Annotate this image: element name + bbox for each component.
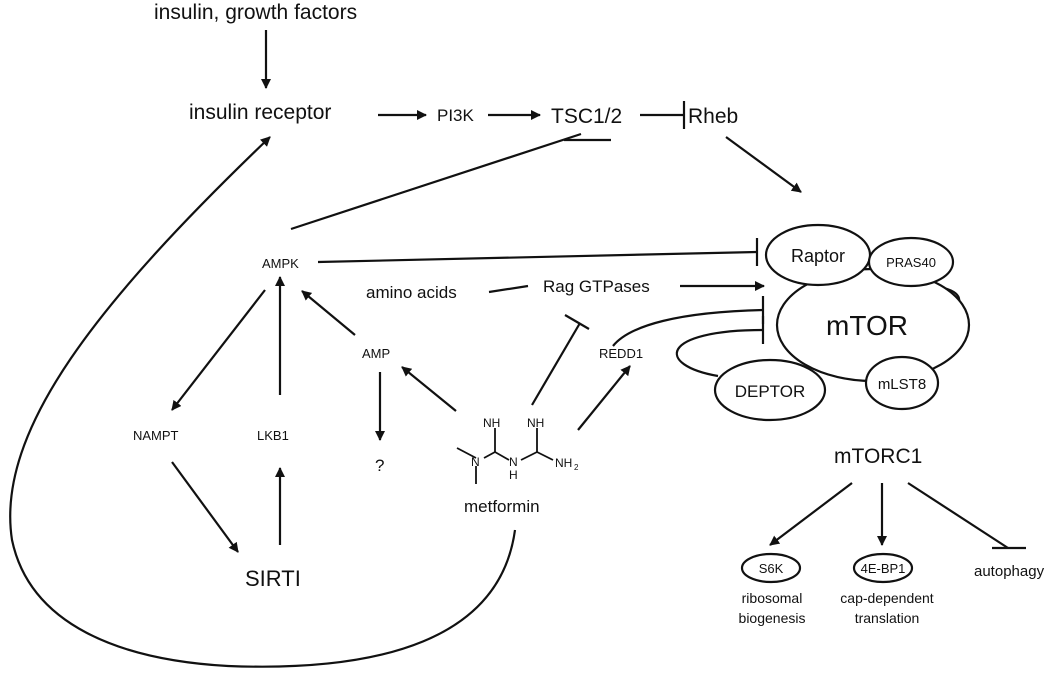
nampt-label: NAMPT	[133, 428, 179, 443]
mtorc1-label: mTORC1	[834, 445, 922, 468]
insulin-growth-factors-label: insulin, growth factors	[154, 1, 357, 24]
rag-gtpases-label: Rag GTPases	[543, 277, 650, 296]
tsc-label: TSC1/2	[551, 105, 622, 128]
inhibit-redd1-to-mtor	[612, 296, 765, 347]
mlst8-label: mLST8	[878, 376, 926, 393]
autophagy-label: autophagy	[974, 563, 1045, 580]
metformin-structure: NH NH N N H NH 2	[456, 416, 579, 484]
molecule-h-center: H	[509, 468, 518, 482]
molecule-nh2-subscript: 2	[574, 463, 579, 472]
sirt1-label: SIRTI	[245, 566, 301, 591]
molecule-n-left: N	[471, 455, 480, 469]
arrow-nampt-to-sirt1	[171, 461, 239, 553]
s6k-node	[740, 552, 802, 584]
s6k-label: S6K	[759, 561, 784, 576]
inhibit-tsc-to-rheb	[640, 101, 686, 129]
amp-label: AMP	[362, 346, 390, 361]
inhibit-ampk-to-raptor	[317, 238, 759, 266]
deptor-node	[713, 358, 827, 422]
arrow-metformin-loop-to-receptor	[9, 136, 517, 668]
pras40-node	[867, 236, 955, 288]
ampk-label: AMPK	[262, 256, 299, 271]
molecule-nh-left: NH	[483, 416, 500, 430]
downstream-nodes	[740, 552, 914, 584]
labels: insulin, growth factors insulin receptor…	[133, 1, 1045, 626]
biogenesis-label: biogenesis	[739, 610, 806, 626]
arrow-ampk-to-nampt	[171, 289, 266, 411]
molecule-n-center: N	[509, 455, 518, 469]
insulin-receptor-label: insulin receptor	[189, 101, 331, 124]
cap-dependent-label: cap-dependent	[840, 590, 934, 606]
molecule-nh-right: NH	[527, 416, 544, 430]
arrow-rheb-to-mtorc1	[725, 136, 802, 193]
line-amino-acids-to-rag	[488, 284, 529, 294]
amino-acids-label: amino acids	[366, 283, 457, 302]
4ebp1-node	[852, 552, 914, 584]
translation-label: translation	[855, 610, 920, 626]
mtor-label: mTOR	[826, 310, 908, 341]
arrow-metformin-to-amp	[401, 366, 457, 412]
question-label: ?	[375, 456, 384, 475]
mtorc1-complex	[713, 223, 971, 422]
arrow-mtorc1-to-s6k	[769, 482, 853, 546]
inhibit-deptor-to-mtor	[675, 316, 765, 378]
arrow-metformin-to-redd1	[577, 365, 631, 431]
pi3k-label: PI3K	[437, 106, 475, 125]
inhibit-mtorc1-to-autophagy	[907, 482, 1026, 550]
rheb-label: Rheb	[688, 105, 738, 128]
inhibit-metformin-to-rag	[531, 314, 590, 406]
ribosomal-label: ribosomal	[742, 590, 803, 606]
lkb1-label: LKB1	[257, 428, 289, 443]
arrow-amp-to-ampk	[301, 290, 356, 336]
metformin-label: metformin	[464, 497, 540, 516]
molecule-nh2: NH	[555, 456, 572, 470]
pras40-label: PRAS40	[886, 255, 936, 270]
4ebp1-label: 4E-BP1	[861, 561, 906, 576]
mlst8-node	[864, 355, 940, 411]
raptor-label: Raptor	[791, 246, 845, 266]
redd1-label: REDD1	[599, 346, 643, 361]
inhibit-ampk-to-tsc	[290, 132, 611, 231]
deptor-label: DEPTOR	[735, 382, 806, 401]
